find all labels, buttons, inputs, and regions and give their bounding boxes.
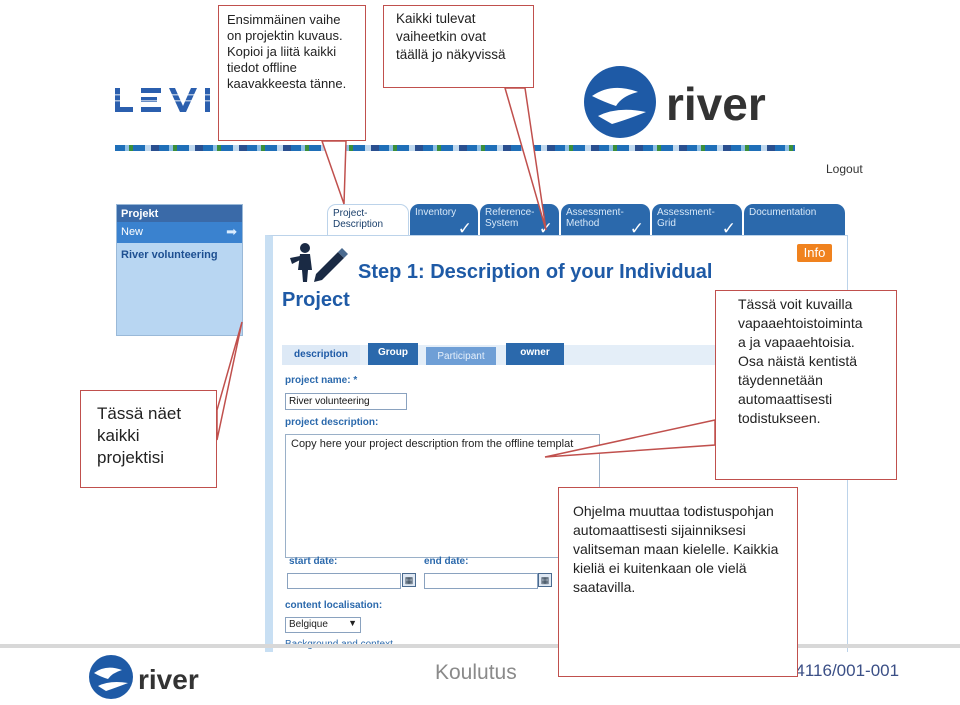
callout-description-fields: Tässä voit kuvailla vapaaehtoistoiminta … xyxy=(715,290,897,480)
info-button[interactable]: Info xyxy=(797,244,832,262)
project-description-label: project description: xyxy=(285,417,379,428)
subtab-description[interactable]: description xyxy=(282,345,360,365)
subtab-bar: description Group Participant owner xyxy=(282,343,856,365)
svg-text:river: river xyxy=(138,664,199,695)
checkmark-icon: ✓ xyxy=(538,219,553,238)
subtab-participant[interactable]: Participant xyxy=(426,347,496,365)
footer-document-code: - 4116/001-001 xyxy=(785,661,900,680)
end-date-label: end date: xyxy=(424,556,469,567)
content-localisation-label: content localisation: xyxy=(285,600,383,611)
tab-documentation[interactable]: Documentation xyxy=(744,204,845,235)
logout-link[interactable]: Logout xyxy=(826,162,863,176)
tab-label-line: Project-Description xyxy=(333,208,384,230)
tab-assessment-grid[interactable]: Assessment-Grid ✓ xyxy=(652,204,742,238)
end-date-input[interactable] xyxy=(424,573,538,589)
calendar-icon[interactable]: ▦ xyxy=(538,573,552,587)
new-project-label: New xyxy=(121,226,144,238)
river-logo-footer: river xyxy=(89,655,199,699)
arrow-right-icon: ➡ xyxy=(226,224,237,239)
tab-label-line: Assessment-Method xyxy=(566,207,624,229)
river-logo: river xyxy=(584,66,766,138)
callout-all-projects: Tässä näet kaikki projektisi xyxy=(80,390,217,488)
footer-course-label: Koulutus xyxy=(435,661,517,684)
project-heading: Project xyxy=(282,289,350,311)
project-name-label: project name: * xyxy=(285,375,358,386)
calendar-icon[interactable]: ▦ xyxy=(402,573,416,587)
project-description-textarea[interactable]: Copy here your project description from … xyxy=(285,434,600,558)
tab-label: Documentation xyxy=(749,207,817,218)
subtab-group[interactable]: Group xyxy=(368,343,418,365)
project-panel-title: Projekt xyxy=(117,205,242,222)
project-panel: Projekt New ➡ River volunteering xyxy=(116,204,243,336)
svg-text:river: river xyxy=(666,78,766,130)
levi-logo xyxy=(115,88,220,112)
checkmark-icon: ✓ xyxy=(629,219,644,238)
header-color-strip xyxy=(115,145,795,151)
start-date-input[interactable] xyxy=(287,573,401,589)
tab-inventory[interactable]: Inventory ✓ xyxy=(410,204,478,238)
step-title: Step 1: Description of your Individual xyxy=(358,261,713,283)
project-name-input[interactable]: River volunteering xyxy=(285,393,407,410)
callout-first-phase: Ensimmäinen vaihe on projektin kuvaus. K… xyxy=(218,5,366,141)
footer-divider xyxy=(0,644,960,648)
tab-label-line: Assessment-Grid xyxy=(657,207,715,229)
checkmark-icon: ✓ xyxy=(721,219,736,238)
select-value: Belgique xyxy=(289,619,328,630)
start-date-label: start date: xyxy=(289,556,338,567)
tab-reference-system[interactable]: Reference-System ✓ xyxy=(480,204,559,238)
callout-language-note: Ohjelma muuttaa todistuspohjan automaatt… xyxy=(558,487,798,677)
subtab-owner[interactable]: owner xyxy=(506,343,564,365)
tab-label: Inventory xyxy=(415,207,457,218)
tab-project-description[interactable]: Project-Description xyxy=(327,204,409,235)
project-list-item[interactable]: River volunteering xyxy=(121,249,218,261)
chevron-down-icon: ▼ xyxy=(348,618,357,628)
callout-future-phases: Kaikki tulevat vaiheetkin ovat täällä jo… xyxy=(383,5,534,88)
project-step-icon xyxy=(280,240,355,284)
content-localisation-select[interactable]: Belgique ▼ xyxy=(285,617,361,633)
new-project-button[interactable]: New ➡ xyxy=(117,222,242,243)
checkmark-icon: ✓ xyxy=(457,219,472,238)
tab-assessment-method[interactable]: Assessment-Method ✓ xyxy=(561,204,650,238)
